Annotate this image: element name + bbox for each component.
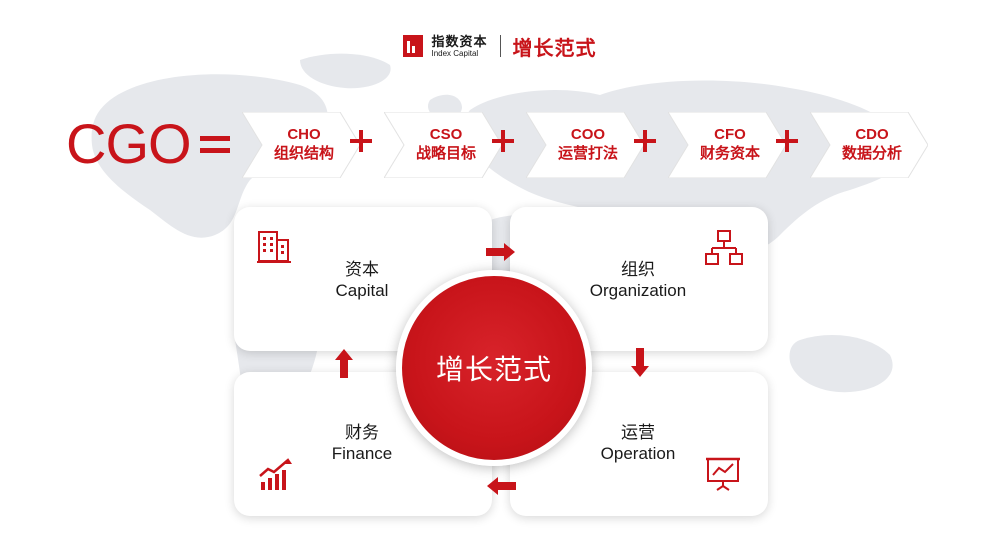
equals-sign xyxy=(200,132,230,156)
presentation-chart-icon xyxy=(706,456,740,497)
plus-sign xyxy=(634,130,656,152)
term-code: CDO xyxy=(855,126,889,143)
brand-name-en: Index Capital xyxy=(431,48,479,58)
operation-label-cn: 运营 xyxy=(621,423,655,442)
header: 指数资本 Index Capital 增长范式 xyxy=(0,30,1000,62)
center-title: 增长范式 xyxy=(435,354,552,385)
finance-label-cn: 财务 xyxy=(345,423,379,442)
term-code: CSO xyxy=(429,126,463,143)
brand-name-cn: 指数资本 xyxy=(431,33,488,49)
plus-sign xyxy=(776,130,798,152)
capital-label-cn: 资本 xyxy=(345,260,379,279)
plus-sign xyxy=(350,130,372,152)
capital-label-en: Capital xyxy=(335,281,389,300)
term-label: 组织结构 xyxy=(273,145,334,162)
term-code: CFO xyxy=(714,126,746,143)
term-code: CHO xyxy=(287,126,321,143)
operation-label: 运营 Operation xyxy=(580,422,696,464)
formula-term-cso: CSO 战略目标 xyxy=(384,112,502,178)
page-title: 增长范式 xyxy=(512,37,597,60)
brand-wordmark: 指数资本 Index Capital xyxy=(431,35,487,58)
organization-label-cn: 组织 xyxy=(621,260,655,279)
arrow-down-icon xyxy=(631,348,649,377)
finance-label: 财务 Finance xyxy=(314,422,410,464)
formula-term-coo: COO 运营打法 xyxy=(526,112,644,178)
growth-chart-icon xyxy=(258,456,294,497)
term-label: 运营打法 xyxy=(557,145,618,162)
formula-term-cfo: CFO 财务资本 xyxy=(668,112,786,178)
formula-term-cdo: CDO 数据分析 xyxy=(810,112,928,178)
building-icon xyxy=(256,229,292,270)
term-label: 财务资本 xyxy=(699,145,760,162)
arrow-up-icon xyxy=(335,349,353,378)
capital-label: 资本 Capital xyxy=(314,259,410,301)
term-label: 数据分析 xyxy=(841,145,902,162)
operation-label-en: Operation xyxy=(600,444,676,463)
center-circle: 增长范式 xyxy=(396,270,592,466)
organization-label: 组织 Organization xyxy=(570,259,706,301)
organization-label-en: Organization xyxy=(589,281,687,300)
cgo-formula: CGO CHO 组织结构 CSO 战略目标 COO 运营打法 CFO 财务资本 xyxy=(0,112,1000,178)
finance-label-en: Finance xyxy=(331,444,393,463)
formula-lhs: CGO xyxy=(66,112,192,175)
term-label: 战略目标 xyxy=(415,145,476,162)
header-divider xyxy=(499,35,501,57)
plus-sign xyxy=(492,130,514,152)
arrow-left-icon xyxy=(487,477,516,495)
formula-term-cho: CHO 组织结构 xyxy=(242,112,360,178)
arrow-right-icon xyxy=(486,243,515,261)
term-code: COO xyxy=(570,126,606,143)
org-chart-icon xyxy=(704,229,744,272)
brand-logo-icon xyxy=(403,35,424,57)
